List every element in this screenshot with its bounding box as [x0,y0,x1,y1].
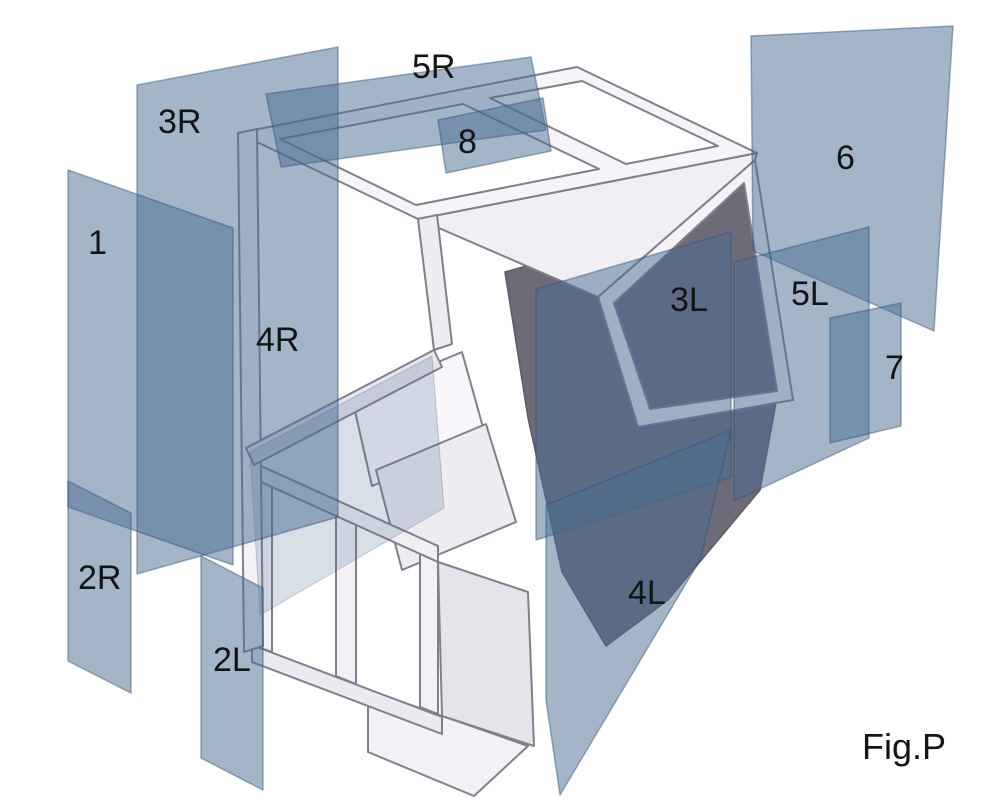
panel-label-7: 7 [885,349,904,387]
figure-caption: Fig.P [862,726,946,767]
cab-front-post-right [419,553,439,715]
glass-panels [67,25,954,796]
panel-label-1: 1 [88,224,107,262]
cab-front-right-pillar [417,214,453,351]
glass-panel-1 [67,169,234,566]
panel-label-4R: 4R [256,321,299,359]
panel-label-5L: 5L [791,275,829,313]
panel-label-8: 8 [458,123,477,161]
panel-labels: 1 2R 2L 3R 3L 4R 4L 5R 5L 6 7 8 [78,48,904,679]
glass-panel-8 [437,97,552,174]
panel-label-2R: 2R [78,559,121,597]
cab-floor-slab [437,561,535,747]
glass-panel-2R [67,480,132,694]
glass-panel-7 [829,302,902,444]
panel-label-2L: 2L [213,641,251,679]
panel-label-4L: 4L [628,574,666,612]
panel-label-3L: 3L [670,281,708,319]
panel-label-6: 6 [836,139,855,177]
panel-label-3R: 3R [158,103,201,141]
glass-panel-4L [545,429,732,796]
panel-label-5R: 5R [412,48,455,86]
glass-panel-2L [200,555,264,791]
glass-panel-4R [249,355,445,616]
